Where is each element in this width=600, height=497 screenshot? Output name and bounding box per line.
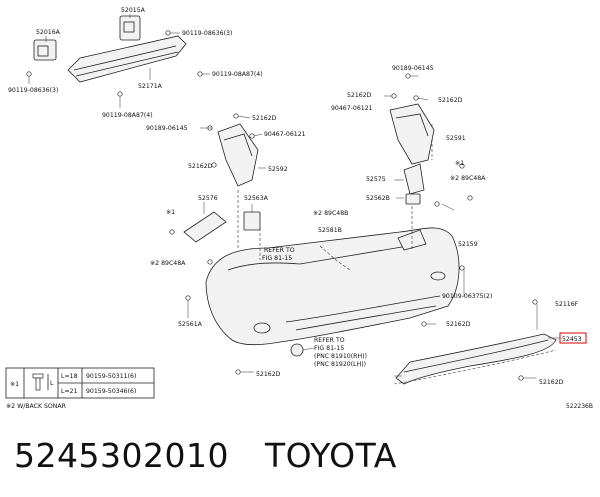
ref-upper-line2: FIG 81-15	[262, 255, 292, 262]
reference-note-lower: REFER TO FIG 81-15 (PNC 81910(RH)) (PNC …	[314, 337, 367, 368]
rear-bumper-lower-cover	[393, 299, 560, 385]
rear-bumper-cover	[205, 227, 460, 346]
table-mark: ※1	[10, 381, 19, 388]
leader-lines-top-left	[28, 14, 210, 108]
label-90119-08a87-left: 90119-08A87(4)	[102, 112, 153, 119]
right-bumper-bracket	[394, 163, 473, 327]
right-side-retainer	[384, 73, 435, 165]
label-52562B: 52562B	[366, 195, 390, 202]
diagram-id: 522236B	[565, 403, 593, 410]
ref-lower-line3: (PNC 81910(RH))	[314, 353, 367, 360]
label-89C48B: ※2 89C48B	[313, 210, 348, 217]
label-90189-06145-left: 90189-06145	[146, 125, 188, 132]
label-52591: 52591	[446, 135, 466, 142]
label-52592: 52592	[268, 166, 288, 173]
reference-note-upper: REFER TO FIG 81-15	[262, 247, 295, 262]
label-52162D-c: 52162D	[256, 371, 281, 378]
label-90109-06375: 90109-06375(2)	[442, 293, 492, 300]
label-52015A: 52015A	[121, 7, 146, 14]
bolt-icon: L	[32, 373, 54, 391]
label-52563A: 52563A	[244, 195, 269, 202]
label-52016A: 52016A	[36, 29, 61, 36]
label-90119-08636-left: 90119-08636(3)	[8, 87, 58, 94]
ref-lower-line1: REFER TO	[314, 337, 345, 344]
label-90119-08a87-right: 90119-08A87(4)	[212, 71, 263, 78]
label-mark1-left: ※1	[166, 209, 175, 216]
label-52453: 52453	[562, 336, 582, 343]
label-52576: 52576	[198, 195, 218, 202]
label-89C48A-left: ※2 89C48A	[150, 260, 186, 267]
label-52116F: 52116F	[555, 301, 579, 308]
label-90119-08636-right: 90119-08636(3)	[182, 30, 232, 37]
table-row2-part: 90159-50346(6)	[86, 388, 136, 395]
svg-text:L: L	[50, 380, 54, 387]
target-part-highlight: 52453	[559, 332, 587, 344]
part-labels: 52015A 52016A 90119-08636(3) 90119-08A87…	[8, 7, 579, 386]
bolt-length-table: ※1 L L=18 90159-50311(6) L=21 90159-5034…	[5, 367, 155, 410]
label-90189-06145-right: 90189-06145	[392, 65, 434, 72]
label-mark1-right: ※1	[455, 160, 464, 167]
label-52159: 52159	[458, 241, 478, 248]
label-52561A: 52561A	[178, 321, 203, 328]
label-52171A: 52171A	[138, 83, 163, 90]
label-52162D-b: 52162D	[188, 163, 213, 170]
table-row1-part: 90159-50311(6)	[86, 373, 136, 380]
label-90467-06121-right: 90467-06121	[331, 105, 373, 112]
part-number: 5245302010	[14, 436, 229, 475]
label-52162D-d: 52162D	[347, 92, 372, 99]
label-52575: 52575	[366, 176, 386, 183]
left-side-retainer	[200, 113, 266, 187]
ref-lower-line2: FIG 81-15	[314, 345, 344, 352]
brand-name: TOYOTA	[264, 436, 397, 475]
part-caption: 5245302010 TOYOTA	[14, 434, 397, 478]
back-sonar-sensor	[290, 343, 315, 357]
table-row2-length: L=21	[61, 388, 78, 395]
label-52162D-a: 52162D	[252, 115, 277, 122]
ref-upper-line1: REFER TO	[264, 247, 295, 254]
label-52162D-f: 52162D	[446, 321, 471, 328]
label-90467-06121-left: 90467-06121	[264, 131, 306, 138]
label-89C48A-right: ※2 89C48A	[450, 175, 486, 182]
ref-lower-line4: (PNC 81920(LH))	[314, 361, 366, 368]
table-row1-length: L=18	[61, 373, 78, 380]
label-52162D-g: 52162D	[539, 379, 564, 386]
table-footnote: ※2 W/BACK SONAR	[6, 403, 67, 410]
label-52162D-e: 52162D	[438, 97, 463, 104]
label-52581B: 52581B	[318, 227, 342, 234]
left-bumper-bracket	[169, 202, 261, 375]
